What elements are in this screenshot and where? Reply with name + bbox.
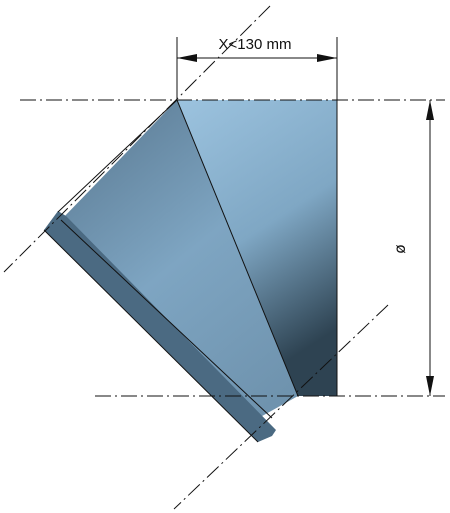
seam-line-upper [176,99,299,397]
width-arrow-right [317,54,337,62]
lower-diagonal-line [173,304,389,510]
pipe-straight-segment [177,100,337,396]
width-dimension-label: X<130 mm [219,36,292,53]
pipe-outline-bottom [43,229,259,443]
seam-line-collar [60,219,273,419]
width-arrow-left [177,54,197,62]
pipe-end-collar [44,211,276,442]
pipe-middle-segment [61,100,298,420]
upper-diagonal-line [3,5,271,273]
width-dimension [176,37,338,100]
diameter-arrow-bottom [426,376,434,396]
diameter-dimension-label: ø [391,244,409,253]
diameter-arrow-top [426,100,434,120]
reference-lines [3,5,445,510]
pipe-bend [43,99,338,443]
